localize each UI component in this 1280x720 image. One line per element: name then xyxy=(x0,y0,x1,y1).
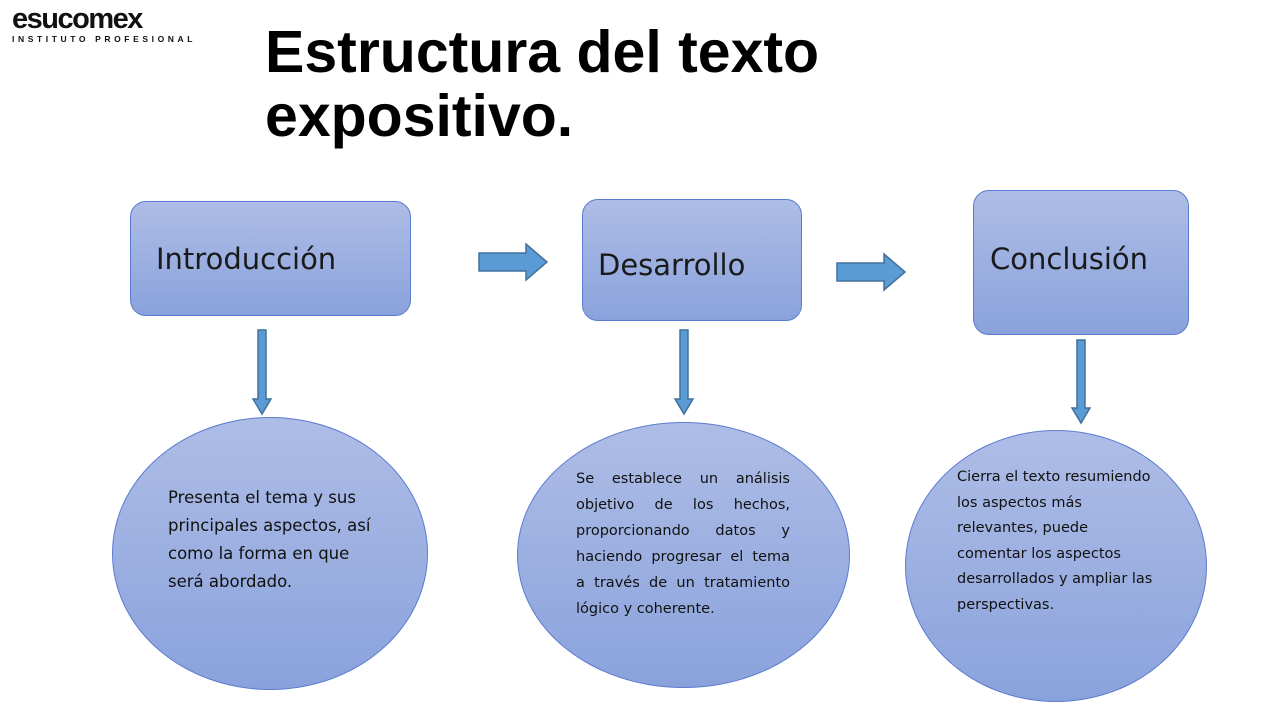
title-line-2: expositivo. xyxy=(265,83,574,149)
right-arrow-icon xyxy=(836,252,907,292)
slide-title: Estructura del texto expositivo. xyxy=(265,20,965,148)
description-ellipse-desarrollo xyxy=(517,422,850,688)
stage-label-introduccion: Introducción xyxy=(156,241,337,276)
stage-box-desarrollo: Desarrollo xyxy=(582,199,802,321)
stage-label-conclusion: Conclusión xyxy=(990,241,1149,276)
down-arrow-icon xyxy=(1070,339,1092,425)
description-desarrollo: Se establece un análisis objetivo de los… xyxy=(576,471,790,617)
title-line-1: Estructura del texto xyxy=(265,19,820,85)
down-arrow-icon xyxy=(251,329,273,416)
description-ellipse-conclusion xyxy=(905,430,1207,702)
logo-subtitle: INSTITUTO PROFESIONAL xyxy=(12,34,197,44)
description-ellipse-introduccion xyxy=(112,417,428,690)
right-arrow-icon xyxy=(478,242,549,282)
description-introduccion: Presenta el tema y sus principales aspec… xyxy=(168,488,371,591)
stage-label-desarrollo: Desarrollo xyxy=(598,248,746,282)
esucomex-logo: esucomex INSTITUTO PROFESIONAL xyxy=(12,2,196,44)
description-conclusion: Cierra el texto resumiendo los aspectos … xyxy=(957,469,1153,613)
down-arrow-icon xyxy=(673,329,695,416)
logo-name: esucomex xyxy=(12,3,143,35)
stage-box-introduccion: Introducción xyxy=(130,201,411,316)
stage-box-conclusion: Conclusión xyxy=(973,190,1189,335)
